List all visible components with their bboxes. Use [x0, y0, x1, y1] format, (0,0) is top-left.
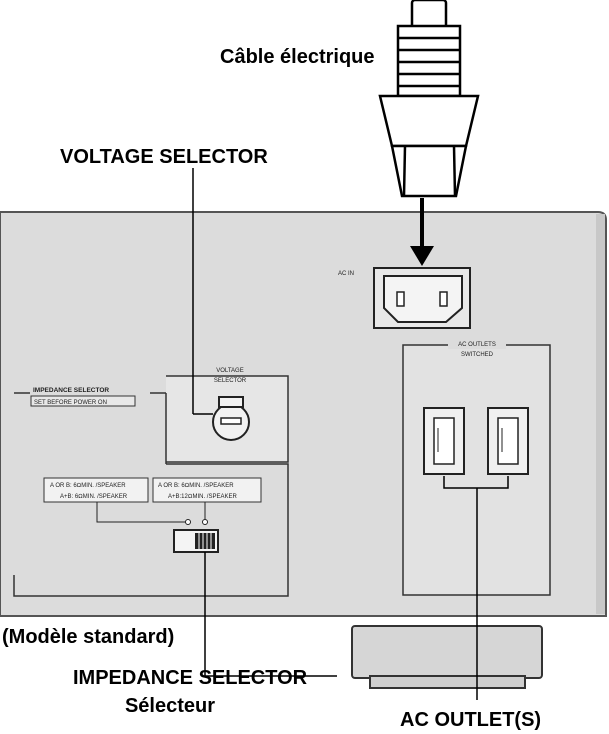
voltage-selector-panel: VOLTAGE SELECTOR — [166, 368, 289, 463]
ac-in-label: AC IN — [338, 271, 354, 277]
power-cable-label: Câble électrique — [220, 46, 375, 68]
impedance-option-right-line1: A OR B: 6ΩMIN. /SPEAKER — [158, 483, 234, 489]
insert-arrow — [410, 198, 434, 266]
panel-foot — [351, 625, 543, 689]
model-label: (Modèle standard) — [2, 626, 174, 648]
ac-outlets-label: AC OUTLET(S) — [400, 709, 541, 731]
impedance-option-right-line2: A+B:12ΩMIN. /SPEAKER — [168, 494, 237, 500]
ac-outlet-left — [423, 407, 465, 475]
power-cable-plug — [378, 0, 480, 198]
ac-outlets-subtitle: SWITCHED — [461, 352, 494, 358]
voltage-selector-panel-line2: SELECTOR — [214, 378, 247, 384]
ac-outlets-title: AC OUTLETS — [458, 342, 496, 348]
impedance-option-left-line2: A+B: 6ΩMIN. /SPEAKER — [60, 494, 128, 500]
impedance-panel-title: IMPEDANCE SELECTOR — [33, 387, 109, 394]
voltage-selector-panel-line1: VOLTAGE — [216, 368, 243, 374]
impedance-selector-label-fr: Sélecteur — [125, 695, 215, 717]
ac-in-inlet: AC IN — [338, 267, 471, 329]
impedance-selector-label: IMPEDANCE SELECTOR — [73, 667, 308, 689]
ac-outlet-right — [487, 407, 529, 475]
impedance-panel-note: SET BEFORE POWER ON — [34, 400, 107, 406]
impedance-option-left-line1: A OR B: 6ΩMIN. /SPEAKER — [50, 483, 126, 489]
callout-lines — [192, 168, 478, 700]
voltage-selector-label: VOLTAGE SELECTOR — [60, 146, 268, 168]
impedance-selector-panel: IMPEDANCE SELECTOR SET BEFORE POWER ON A… — [8, 387, 289, 597]
impedance-slide-switch — [173, 529, 219, 553]
